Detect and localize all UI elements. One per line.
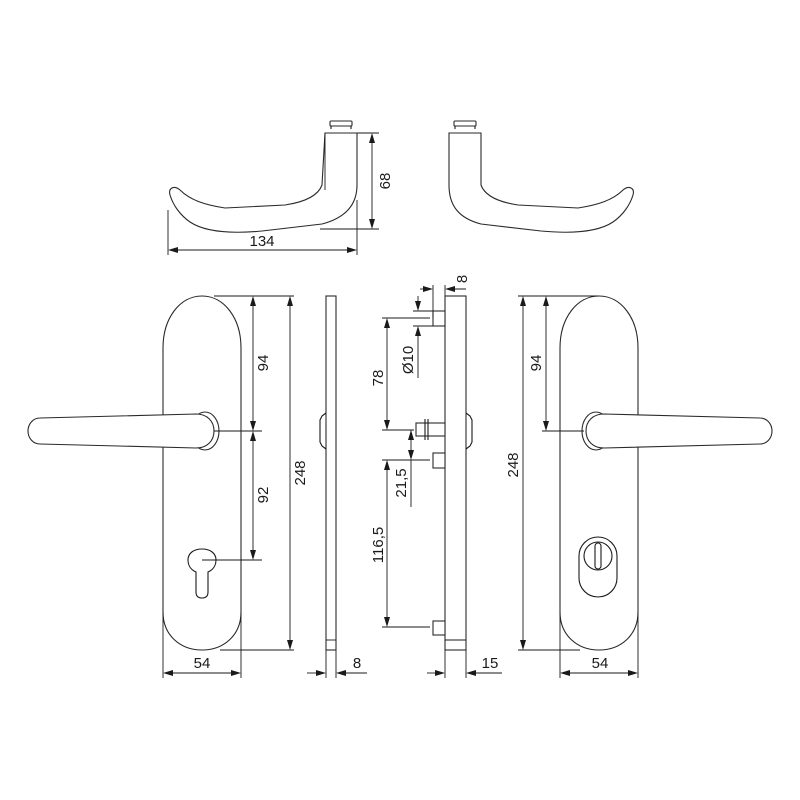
lever-side-view-left: 68 134	[167, 120, 394, 255]
left-handle-to-keyhole-label: 92	[255, 487, 272, 504]
lever-handle-right	[581, 411, 773, 451]
left-top-to-handle-label: 94	[255, 355, 272, 372]
top-pin-distance-label: 78	[370, 370, 387, 387]
thick-plate-thickness-label: 15	[482, 655, 499, 672]
lower-pin-distance-label: 116,5	[370, 527, 387, 563]
lever-side-view-right	[448, 120, 634, 233]
left-plate-width-label: 54	[194, 655, 211, 672]
lever-width-label: 134	[249, 233, 274, 250]
right-plate-width-label: 54	[592, 655, 609, 672]
spindle-offset-label: 8	[454, 275, 471, 283]
left-plate-height-label: 248	[292, 460, 309, 485]
right-top-to-handle-label: 94	[528, 355, 545, 372]
thin-plate-thickness-label: 8	[353, 655, 361, 672]
front-plate-right: 94 248 54	[505, 295, 773, 678]
plate-profile-thick: 8 Ø10 78 21,5 116,5	[370, 275, 502, 678]
lever-handle-left	[27, 411, 220, 451]
plate-profile-thin: 8	[307, 295, 367, 678]
lever-height-label: 68	[377, 173, 394, 190]
front-plate-left: 94 92 248 54	[27, 295, 309, 678]
spindle-to-pin-label: 21,5	[393, 468, 410, 497]
spindle-icon	[415, 419, 446, 440]
cylinder-cover-icon	[578, 536, 618, 598]
right-plate-height-label: 248	[505, 452, 522, 477]
pin-diameter-label: Ø10	[400, 346, 417, 374]
